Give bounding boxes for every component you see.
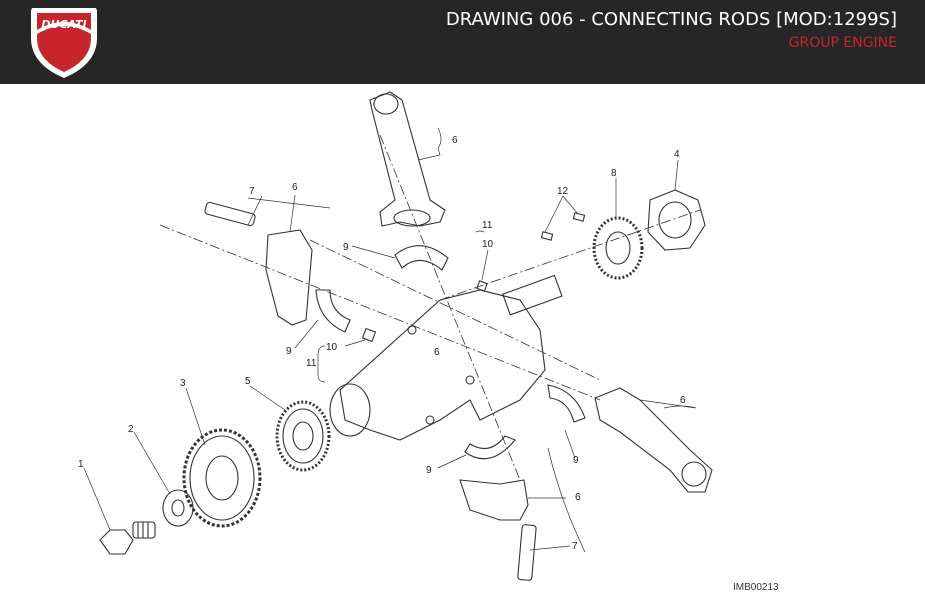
callout-10[interactable]: 10 xyxy=(326,342,338,353)
callout-9[interactable]: 9 xyxy=(573,455,579,466)
washer-part[interactable] xyxy=(162,489,194,527)
callout-9[interactable]: 9 xyxy=(286,346,292,357)
callout-6[interactable]: 6 xyxy=(575,492,581,503)
crankshaft-part[interactable] xyxy=(329,274,563,441)
page-title: DRAWING 006 - CONNECTING RODS [MOD:1299S… xyxy=(445,9,897,30)
callout-6[interactable]: 6 xyxy=(452,135,458,146)
axis-lines xyxy=(159,134,701,481)
exploded-diagram: 1 2 3 4 5 6 6 6 6 6 7 7 8 9 9 9 9 10 10 … xyxy=(78,91,713,581)
callout-6[interactable]: 6 xyxy=(680,395,686,406)
callout-2[interactable]: 2 xyxy=(128,424,134,435)
callout-4[interactable]: 4 xyxy=(674,149,680,160)
callout-7[interactable]: 7 xyxy=(249,186,255,197)
page-header: DUCATI DRAWING 006 - CONNECTING RODS [MO… xyxy=(0,0,925,84)
dowel-pins[interactable] xyxy=(361,212,586,343)
callout-labels: 1 2 3 4 5 6 6 6 6 6 7 7 8 9 9 9 9 10 10 … xyxy=(78,135,686,552)
connecting-rod-upper[interactable] xyxy=(369,91,446,227)
connecting-rod-lower[interactable] xyxy=(594,387,713,493)
bearing-shell[interactable] xyxy=(315,245,586,460)
callout-1[interactable]: 1 xyxy=(78,459,84,470)
leader-lines xyxy=(83,127,697,553)
group-label: GROUP ENGINE xyxy=(788,35,897,51)
callout-6[interactable]: 6 xyxy=(434,347,440,358)
callout-7[interactable]: 7 xyxy=(572,541,578,552)
rod-bolt-lower[interactable] xyxy=(517,524,537,581)
gear-small-part[interactable] xyxy=(275,400,331,472)
callout-11[interactable]: 11 xyxy=(306,358,317,369)
sprocket-part[interactable] xyxy=(592,216,644,280)
callout-3[interactable]: 3 xyxy=(180,378,186,389)
image-code: IMB00213 xyxy=(733,582,779,593)
callout-6[interactable]: 6 xyxy=(292,182,298,193)
brand-text: DUCATI xyxy=(41,18,86,31)
nut-part[interactable] xyxy=(647,189,706,251)
callout-5[interactable]: 5 xyxy=(245,376,251,387)
callout-9[interactable]: 9 xyxy=(343,242,349,253)
ducati-logo[interactable]: DUCATI xyxy=(25,4,103,80)
bolt-part[interactable] xyxy=(99,521,156,555)
gear-large-part[interactable] xyxy=(182,428,262,528)
callout-12[interactable]: 12 xyxy=(557,186,569,197)
callout-8[interactable]: 8 xyxy=(611,168,617,179)
rod-bolt-upper[interactable] xyxy=(204,201,256,227)
callout-9[interactable]: 9 xyxy=(426,465,432,476)
rod-cap-lower[interactable] xyxy=(459,479,529,521)
rod-cap-left[interactable] xyxy=(265,229,313,326)
callout-11[interactable]: 11 xyxy=(482,220,493,231)
callout-10[interactable]: 10 xyxy=(482,239,494,250)
